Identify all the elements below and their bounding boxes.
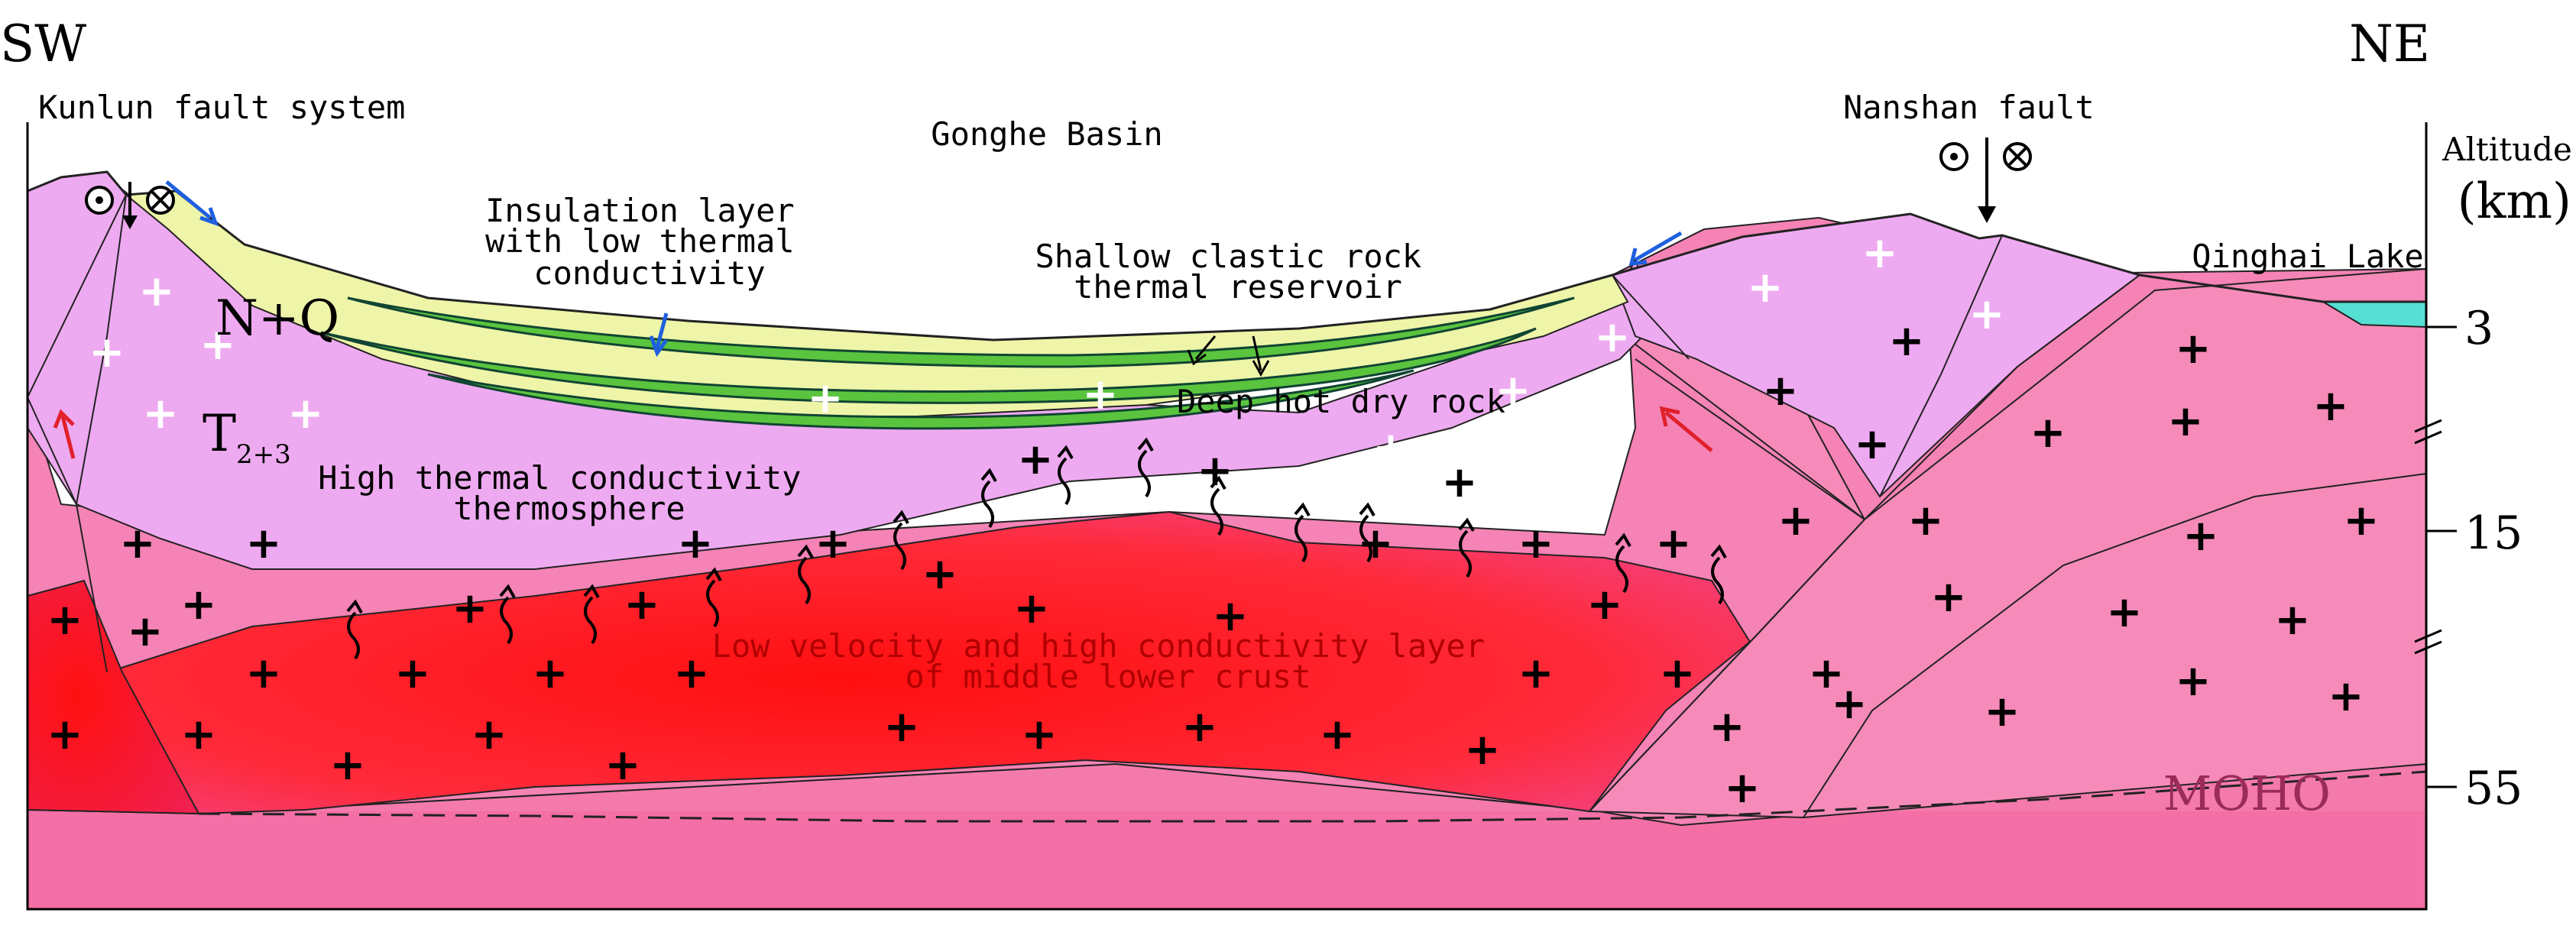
heat-flow-arrow-icon [346,437,1727,660]
altitude-tick-15: 15 [2464,507,2523,560]
svg-text:+: + [1725,763,1761,813]
moho-label: MOHO [2163,766,2331,821]
svg-text:+: + [1587,580,1623,630]
altitude-tick-3: 3 [2464,302,2493,355]
svg-text:+: + [47,595,83,645]
svg-text:+: + [1832,679,1868,729]
svg-text:+: + [47,710,83,759]
svg-text:+: + [1083,370,1119,419]
svg-text:+: + [246,649,282,698]
svg-text:+: + [884,702,920,752]
svg-text:+: + [624,580,660,630]
svg-text:+: + [1595,312,1631,362]
basin-label: Gonghe Basin [931,115,1162,153]
kunlun-fault-label: Kunlun fault system [38,89,405,126]
direction-ne: NE [2349,15,2430,73]
nanshan-fault-label: Nanshan fault [1843,89,2095,126]
svg-text:+: + [2344,496,2380,545]
svg-text:+: + [678,519,714,568]
svg-text:+: + [1182,702,1218,752]
svg-text:+: + [674,649,710,698]
svg-text:+: + [2176,324,2211,374]
svg-text:+: + [1809,649,1845,698]
svg-text:+: + [1862,228,1898,278]
svg-text:+: + [2183,511,2219,561]
svg-text:+: + [808,374,844,423]
svg-text:+: + [1656,519,1692,568]
svg-text:+: + [1518,649,1554,698]
altitude-title: Altitude (km) [2442,131,2576,230]
svg-text:+: + [139,267,175,316]
svg-text:+: + [1969,290,2005,339]
deep-hot-dry-rock-label: Deep hot dry rock [1177,383,1505,420]
svg-text:+: + [1778,496,1814,545]
svg-text:+: + [2176,656,2211,706]
svg-text:+: + [533,649,569,698]
svg-text:+: + [128,607,164,656]
svg-text:+: + [181,580,217,630]
svg-text:+: + [605,740,641,790]
kunlun-fault-marker [85,182,175,229]
svg-text:+: + [1709,702,1745,752]
triassic-label: T2+3 [203,404,291,470]
svg-text:+: + [1985,687,2020,736]
svg-text:+: + [1748,263,1784,312]
granite-plus-icon: +++ +++ +++ +++ + +++ +++ +++ +++ +++ ++… [47,228,2380,813]
svg-text:+: + [815,519,851,568]
svg-text:+: + [1022,710,1058,759]
nanshan-fault-marker [1939,138,2032,223]
shallow-reservoir-label: Shallow clastic rock thermal reservoir [1035,238,1440,306]
svg-text:+: + [1763,366,1799,416]
reservoir-lens-3 [427,369,1414,430]
svg-text:+: + [1018,435,1054,484]
moho-line [198,770,2427,823]
svg-text:+: + [1358,519,1394,568]
svg-text:+: + [1465,725,1501,775]
svg-text:+: + [2168,397,2204,446]
altitude-axis [2414,199,2457,909]
direction-sw: SW [0,15,86,73]
blue-slip-arrows [165,180,1683,358]
svg-text:+: + [2313,381,2349,431]
lake-label: Qinghai Lake [2192,238,2423,275]
svg-text:+: + [2328,672,2364,721]
red-slip-arrows [53,406,1713,459]
svg-text:+: + [2275,595,2311,645]
svg-text:+: + [1518,519,1554,568]
svg-text:+: + [143,389,179,439]
svg-text:+: + [288,389,324,439]
svg-text:+: + [1320,710,1356,759]
svg-text:+: + [330,740,366,790]
svg-text:+: + [1197,446,1233,496]
nq-label: N+Q [215,290,339,347]
reservoir-lens-2 [320,327,1537,404]
svg-text:+: + [1931,572,1967,622]
svg-text:+: + [2030,408,2066,458]
svg-text:+: + [1855,419,1891,469]
svg-text:+: + [452,584,488,633]
svg-text:+: + [1495,366,1531,416]
svg-text:+: + [89,328,125,377]
svg-text:+: + [1213,591,1249,641]
svg-text:+: + [246,519,282,568]
svg-text:+: + [200,320,236,370]
svg-text:+: + [922,549,958,599]
svg-text:+: + [1442,458,1478,507]
svg-text:+: + [1908,496,1944,545]
thermosphere-label: High thermal conductivity thermosphere [318,459,820,527]
reservoir-lens-1 [347,296,1575,368]
svg-text:+: + [471,710,507,759]
low-velocity-layer-label: Low velocity and high conductivity layer… [712,627,1505,695]
svg-text:+: + [2107,588,2143,637]
svg-text:+: + [395,649,431,698]
svg-text:+: + [1014,584,1050,633]
svg-text:+: + [1373,423,1409,473]
svg-text:+: + [1889,316,1925,366]
svg-text:+: + [1660,649,1696,698]
svg-text:+: + [181,710,217,759]
altitude-tick-55: 55 [2464,762,2523,815]
svg-text:+: + [120,519,156,568]
insulation-layer-label: Insulation layer with low thermal conduc… [485,192,814,292]
